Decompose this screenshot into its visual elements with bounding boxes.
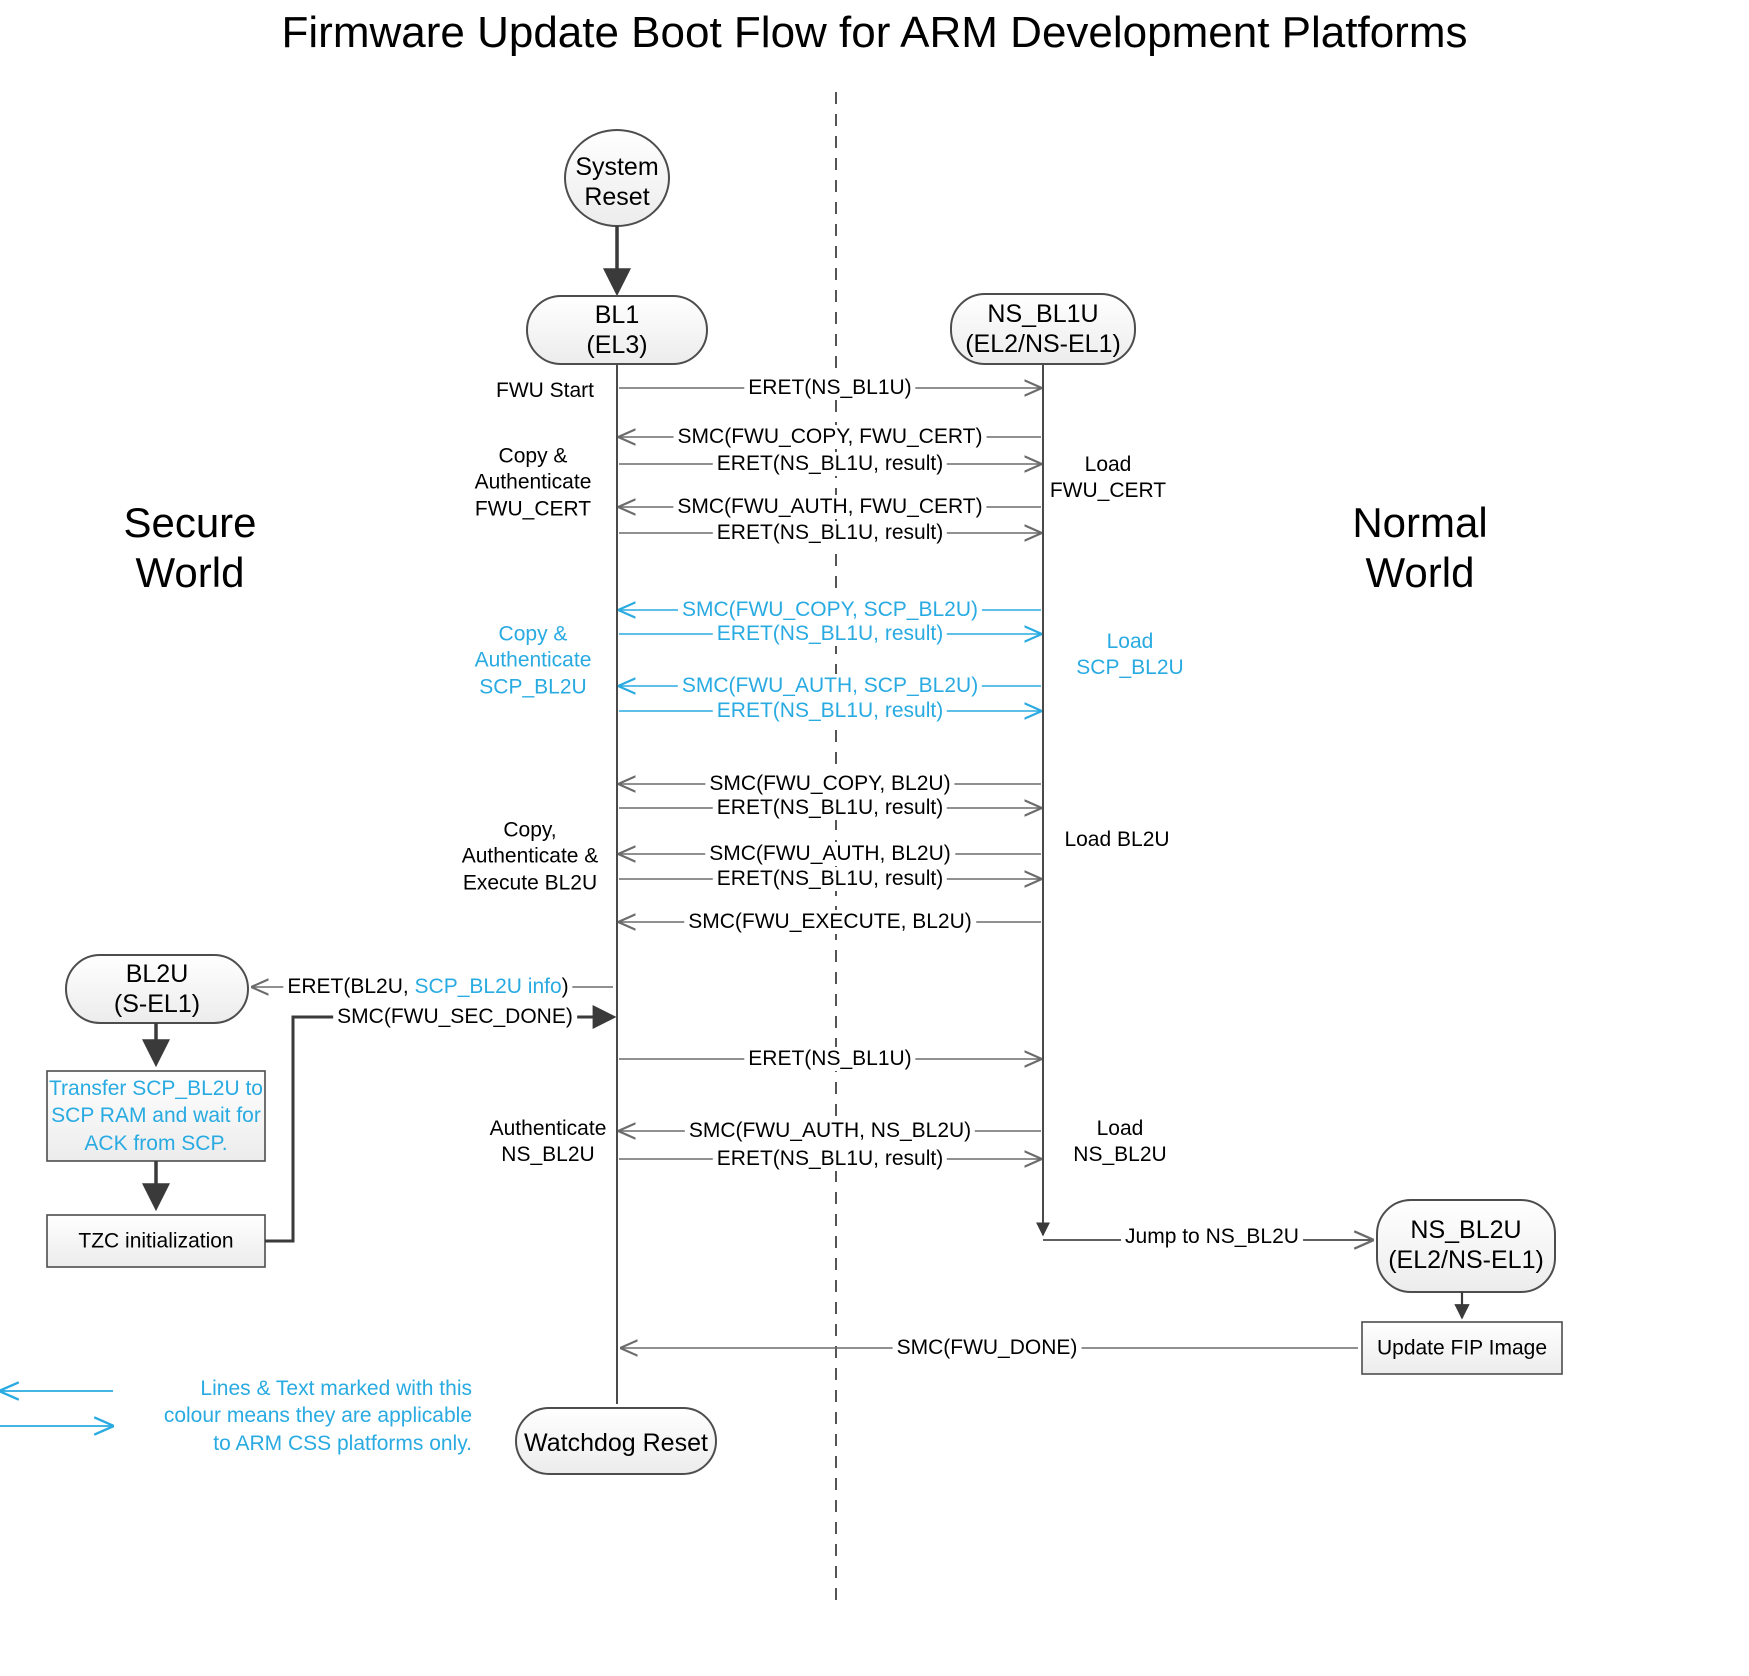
message-label: ERET(NS_BL1U) [744, 1047, 916, 1071]
box-transfer-scp-label: Transfer SCP_BL2U to SCP RAM and wait fo… [49, 1077, 263, 1155]
message-smc-fwu-sec-done-label: SMC(FWU_SEC_DONE) [333, 1005, 577, 1029]
side-annotation-label: Copy & Authenticate SCP_BL2U [474, 622, 592, 699]
message-label: ERET(NS_BL1U, result) [712, 1147, 948, 1171]
eret-bl2u-prefix: ERET(BL2U, [287, 975, 415, 998]
message-label: SMC(FWU_COPY, FWU_CERT) [673, 425, 987, 449]
node-watchdog-shape [515, 1407, 717, 1475]
message-label: ERET(NS_BL1U, result) [712, 521, 948, 545]
node-ns-bl2u-shape [1376, 1199, 1556, 1293]
node-bl1-shape [526, 295, 708, 365]
box-transfer-scp-shape [46, 1070, 266, 1162]
message-label: ERET(NS_BL1U, result) [712, 867, 948, 891]
message-label: SMC(FWU_AUTH, SCP_BL2U) [677, 674, 983, 698]
side-annotation-label: Load FWU_CERT [1049, 452, 1167, 502]
box-tzc-shape [46, 1214, 266, 1268]
node-ns-bl1u-shape [950, 293, 1136, 365]
message-eret-bl2u-label: ERET(BL2U, SCP_BL2U info) [283, 975, 573, 999]
side-annotation-label: Authenticate NS_BL2U [489, 1116, 607, 1166]
message-label: SMC(FWU_COPY, BL2U) [705, 772, 955, 796]
message-label: SMC(FWU_AUTH, BL2U) [705, 842, 955, 866]
eret-bl2u-highlight: SCP_BL2U info [414, 975, 562, 998]
side-annotation-label: Load BL2U [1064, 827, 1170, 851]
legend-label: Lines & Text marked with this colour mea… [163, 1377, 472, 1455]
message-label: SMC(FWU_EXECUTE, BL2U) [684, 910, 976, 934]
secure-world-label: Secure World [123, 499, 257, 596]
message-jump-ns-bl2u-label: Jump to NS_BL2U [1121, 1225, 1303, 1249]
message-label: ERET(NS_BL1U, result) [712, 452, 948, 476]
side-annotation-label: FWU Start [496, 378, 594, 402]
node-bl2u-shape [65, 954, 249, 1024]
side-annotation-label: Copy & Authenticate FWU_CERT [474, 444, 592, 521]
message-label: SMC(FWU_AUTH, FWU_CERT) [673, 495, 987, 519]
side-annotation-label: Load SCP_BL2U [1076, 629, 1184, 679]
normal-world-label: Normal World [1352, 499, 1488, 596]
message-label: SMC(FWU_COPY, SCP_BL2U) [677, 598, 983, 622]
box-update-fip-shape [1361, 1321, 1563, 1375]
message-label: SMC(FWU_AUTH, NS_BL2U) [684, 1119, 976, 1143]
node-system-reset-shape [564, 129, 670, 227]
side-annotation-label: Load NS_BL2U [1073, 1116, 1167, 1166]
message-label: ERET(NS_BL1U) [744, 376, 916, 400]
message-label: ERET(NS_BL1U, result) [712, 699, 948, 723]
box-tzc-label: TZC initialization [78, 1229, 234, 1253]
message-label: ERET(NS_BL1U, result) [712, 796, 948, 820]
page-title: Firmware Update Boot Flow for ARM Develo… [281, 8, 1468, 57]
box-update-fip-label: Update FIP Image [1376, 1336, 1548, 1360]
message-label: ERET(NS_BL1U, result) [712, 622, 948, 646]
message-smc-fwu-done-label: SMC(FWU_DONE) [892, 1336, 1082, 1360]
eret-bl2u-suffix: ) [561, 975, 569, 998]
side-annotation-label: Copy, Authenticate & Execute BL2U [461, 818, 599, 895]
